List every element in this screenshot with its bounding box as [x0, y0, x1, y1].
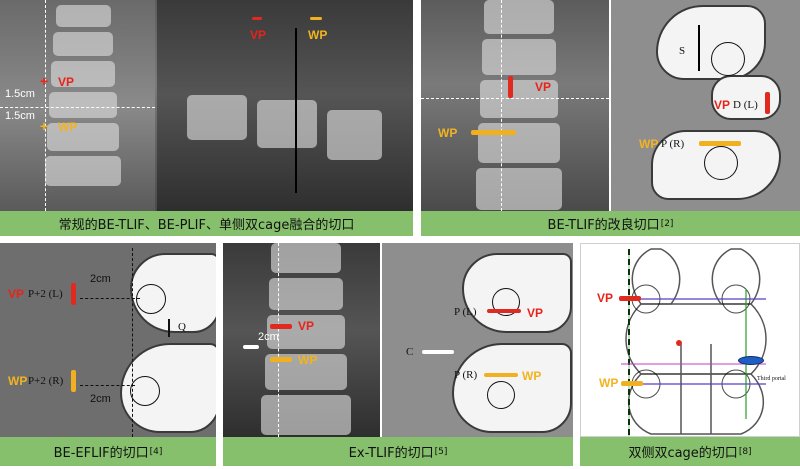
vp-incision-bar: [270, 324, 292, 329]
vertebra-body-icon: [187, 95, 247, 140]
trajectory-line: [295, 28, 297, 193]
caption-ref: [8]: [738, 446, 752, 457]
vp-incision-bar: [71, 283, 76, 305]
spine-column-icon: [476, 0, 562, 210]
xray-image: VP WP: [421, 0, 609, 211]
c-incision-bar: [243, 345, 259, 349]
caption-ref: [5]: [434, 446, 448, 457]
panel-be-eflif: VP P+2 (L) 2cm WP P+2 (R) 2cm Q: [0, 243, 216, 437]
caption-be-tlif-modified: BE-TLIF的改良切口[2]: [421, 211, 800, 236]
wp-label: WP: [599, 376, 619, 390]
distance-line: [168, 319, 170, 337]
caption-be-eflif: BE-EFLIF的切口[4]: [0, 437, 216, 466]
caption-standard-incisions-bar: 常规的BE-TLIF、BE-PLIF、单侧双cage融合的切口: [0, 211, 413, 236]
wp-incision-bar: [699, 141, 741, 146]
vp-incision-bar: [765, 92, 770, 114]
vp-label: VP: [535, 80, 552, 94]
vp-label: VP: [8, 287, 25, 301]
dimension-bottom: 2cm: [90, 393, 111, 405]
vp-incision-bar: [508, 76, 513, 98]
target-circle: [487, 381, 515, 409]
caption-ref: [4]: [149, 446, 163, 457]
dimension-top: 1.5cm: [5, 88, 35, 100]
incision-level-line: [421, 98, 609, 99]
lamina-sketch-icon: [656, 5, 766, 80]
caption-ex-tlif: Ex-TLIF的切口[5]: [223, 437, 573, 466]
wp-label: WP: [8, 374, 28, 388]
midline-dashed: [501, 0, 502, 211]
wp-incision-bar: [621, 381, 643, 386]
caption-text: 常规的BE-TLIF、BE-PLIF、单侧双cage融合的切口: [58, 218, 355, 233]
vp-label: VP: [250, 28, 267, 42]
vp-label: VP: [58, 75, 75, 89]
vp-incision-bar: [252, 17, 262, 20]
caption-text: Ex-TLIF的切口: [348, 446, 434, 461]
midline-dashed: [278, 243, 279, 437]
portal-ellipse-icon: [738, 356, 764, 365]
wp-incision-bar: [484, 373, 518, 377]
wp-incision-bar: [471, 130, 516, 135]
caption-text: BE-TLIF的改良切口: [547, 218, 660, 233]
caption-text: 双侧双cage的切口: [628, 446, 738, 461]
lumbar-diagram-icon: [621, 248, 767, 436]
caption-bilateral-dual-cage: 双侧双cage的切口[8]: [580, 437, 800, 466]
label-p2r: P+2 (R): [28, 375, 64, 387]
wp-label: WP: [58, 120, 78, 134]
label-p: P (R): [661, 138, 685, 150]
c-incision-bar: [422, 350, 454, 354]
label-third-portal: Third portal: [757, 376, 786, 382]
wp-label: WP: [308, 28, 328, 42]
xray-image: VP WP 2cm: [223, 243, 380, 437]
label-c: C: [406, 346, 414, 358]
vp-incision-bar: [619, 296, 641, 301]
vp-label: VP: [714, 98, 731, 112]
wp-label: WP: [639, 137, 659, 151]
incision-level-line: [0, 107, 155, 108]
midline-dashed: [45, 0, 46, 211]
wp-label: WP: [298, 353, 318, 367]
caption-ref: [2]: [660, 218, 674, 229]
label-pr: P (R): [454, 369, 478, 381]
panel-ex-tlif: VP WP 2cm P (L) VP P (R) WP C: [223, 243, 573, 437]
distance-line: [698, 25, 700, 71]
label-d: D (L): [733, 99, 758, 111]
target-circle: [711, 42, 745, 76]
panel-standard-incisions: VP WP + + 1.5cm 1.5cm VP WP 常规的BE-TLIF、B…: [0, 0, 413, 211]
vertebra-body-icon: [257, 100, 317, 148]
vp-label: VP: [527, 306, 544, 320]
lumbar-sketch-image: S VP D (L) WP P (R): [611, 0, 800, 211]
vp-incision-bar: [487, 309, 521, 313]
wp-label: WP: [522, 369, 542, 383]
wp-marker-icon: +: [40, 118, 49, 134]
dimension-top: 2cm: [90, 273, 111, 285]
lateral-xray-image: VP WP: [157, 0, 413, 211]
target-circle: [136, 284, 166, 314]
measure-line: [80, 298, 140, 299]
label-p2l: P+2 (L): [28, 288, 63, 300]
lumbar-sketch-image: P (L) VP P (R) WP C: [382, 243, 573, 437]
caption-text: BE-EFLIF的切口: [53, 446, 149, 461]
panel-be-tlif-modified: VP WP S VP D (L) WP P (R): [421, 0, 800, 211]
vp-label: VP: [597, 291, 614, 305]
measure-line: [80, 385, 135, 386]
vp-marker-icon: +: [40, 73, 49, 89]
dimension-label: 2cm: [258, 331, 279, 343]
dimension-bottom: 1.5cm: [5, 110, 35, 122]
target-circle: [492, 288, 520, 316]
wp-label: WP: [438, 126, 458, 140]
panel-bilateral-dual-cage: VP WP Third portal: [580, 243, 800, 437]
ap-xray-image: VP WP + + 1.5cm 1.5cm: [0, 0, 155, 211]
spine-column-icon: [45, 5, 121, 186]
vp-label: VP: [298, 319, 315, 333]
label-q: Q: [178, 321, 186, 333]
wp-incision-bar: [310, 17, 322, 20]
target-circle: [704, 146, 738, 180]
target-circle: [130, 376, 160, 406]
vertebra-body-icon: [327, 110, 382, 160]
midline-dashed: [132, 248, 133, 437]
wp-incision-bar: [270, 357, 292, 362]
wp-incision-bar: [71, 370, 76, 392]
label-pl: P (L): [454, 306, 477, 318]
label-s: S: [679, 45, 686, 57]
